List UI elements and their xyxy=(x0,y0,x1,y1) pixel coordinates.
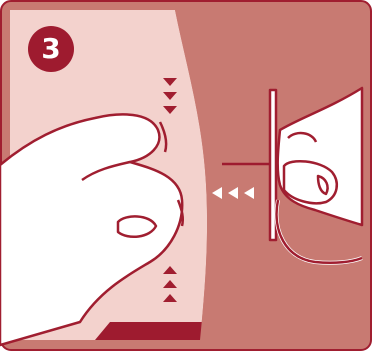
bottom-strip xyxy=(95,322,205,340)
step-number: 3 xyxy=(41,35,60,63)
step-number-badge: 3 xyxy=(28,26,74,72)
